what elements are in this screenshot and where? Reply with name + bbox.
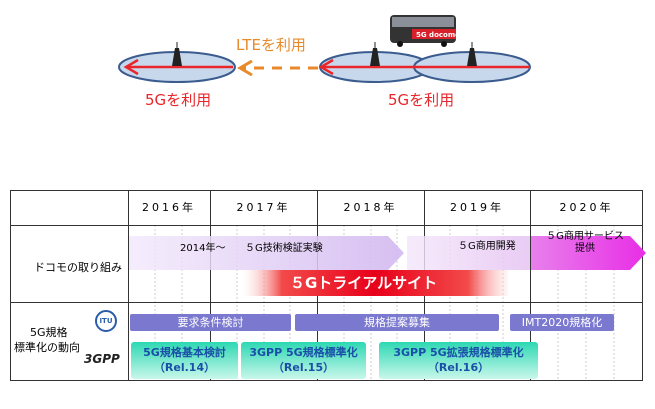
left-5g-label: 5Gを利用 <box>145 91 212 109</box>
trial-site-bar <box>242 270 508 296</box>
commercial-service-arrow <box>531 236 646 270</box>
year-2020: 2020年 <box>559 201 614 214</box>
gpp-phase-rel16: 3GPP 5G拡張規格標準化（Rel.16） <box>379 342 538 379</box>
lte-label: LTEを利用 <box>236 36 306 54</box>
itu-phase-requirements: 要求条件検討 <box>130 314 291 331</box>
handover-diagram: 5G docomo <box>118 15 531 83</box>
gpp-phase-rel14: 5G規格基本検討（Rel.14） <box>131 342 238 379</box>
commercial-dev-label: ５G商用開発 <box>458 241 516 252</box>
tech-trial-arrow <box>129 236 404 270</box>
commercial-service-label: ５G商用サービス提供 <box>546 231 624 254</box>
year-2016: 2016年 <box>142 201 196 214</box>
tower-icon <box>172 42 477 66</box>
commercial-dev-bar <box>407 236 530 270</box>
standard-label-line2: 標準化の動向 <box>14 341 80 354</box>
right-5g-label: 5Gを利用 <box>388 91 455 109</box>
since-2014-label: 2014年～ <box>180 243 226 254</box>
itu-logo: ITU <box>95 310 117 332</box>
docomo-row-label: ドコモの取り組み <box>34 261 122 274</box>
year-2017: 2017年 <box>236 201 291 214</box>
3gpp-logo: 3GPP <box>84 352 120 366</box>
bus-icon: 5G docomo <box>390 15 460 47</box>
year-2018: 2018年 <box>343 201 398 214</box>
svg-text:5G docomo: 5G docomo <box>416 31 460 39</box>
trial-site-label: ５Gトライアルサイト <box>290 274 438 292</box>
standard-label-line1: 5G規格 <box>30 326 68 339</box>
gpp-phase-rel15: 3GPP 5G規格標準化（Rel.15） <box>241 342 366 379</box>
itu-phase-proposals: 規格提案募集 <box>295 314 499 331</box>
tech-trial-label: ５G技術検証実験 <box>245 243 323 254</box>
itu-phase-imt2020: IMT2020規格化 <box>510 314 614 331</box>
year-2019: 2019年 <box>450 201 504 214</box>
